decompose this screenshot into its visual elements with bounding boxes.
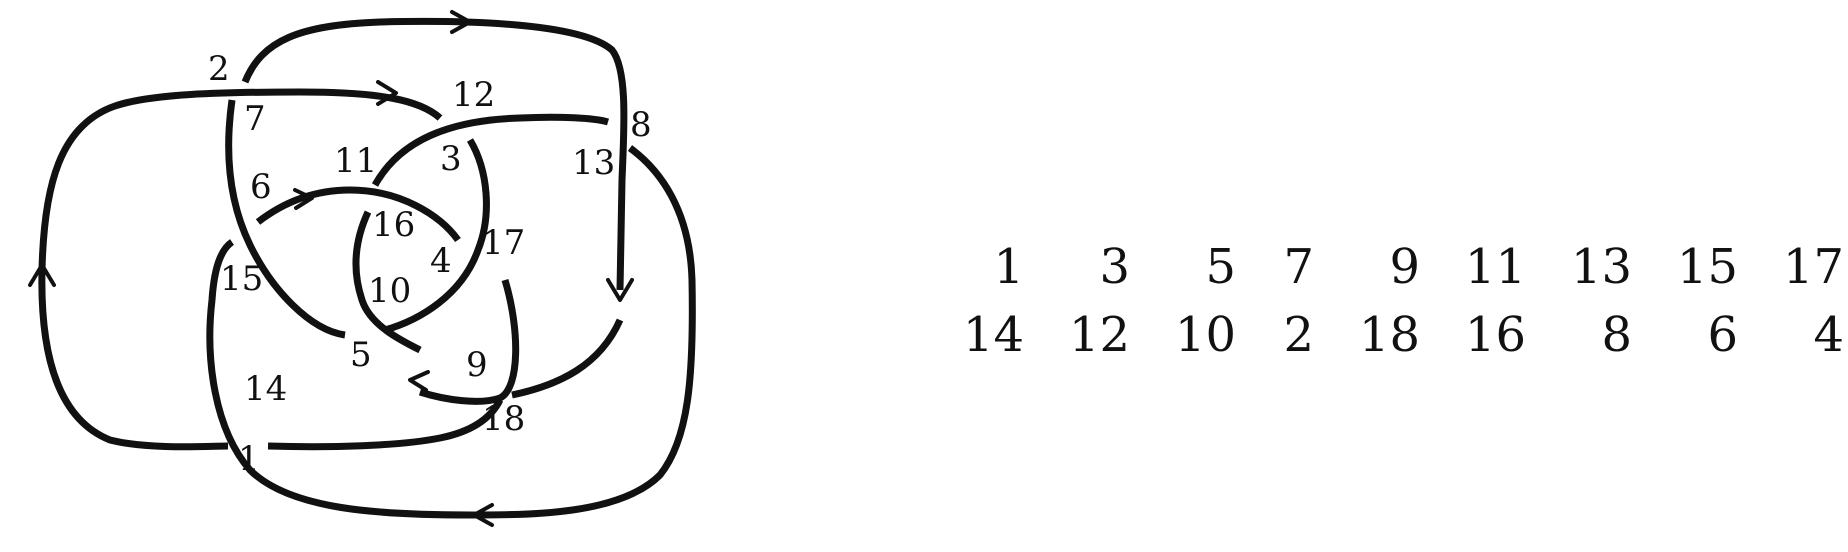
label-6: 6 <box>250 167 272 207</box>
notation-odd-3: 5 <box>1205 239 1236 295</box>
strand-right-loop <box>206 145 696 519</box>
strand-left-vertical <box>225 99 346 339</box>
strand-inner-right <box>384 138 490 334</box>
notation-even-6: 16 <box>1464 307 1526 363</box>
label-3: 3 <box>440 139 462 179</box>
dowker-notation-table: 1 3 5 7 9 11 13 15 17 14 12 10 2 18 16 8… <box>940 238 1844 364</box>
label-18: 18 <box>482 399 525 439</box>
arrow-right-down <box>606 278 634 302</box>
label-17: 17 <box>482 223 525 263</box>
notation-odd-1: 1 <box>993 239 1024 295</box>
arrow-inner-top <box>293 188 314 210</box>
notation-even-8: 6 <box>1707 307 1738 363</box>
notation-even-3: 10 <box>1174 307 1236 363</box>
direction-arrows <box>28 10 634 527</box>
arrow-inner-bottom <box>408 370 430 392</box>
notation-even-5: 18 <box>1358 307 1420 363</box>
strand-top-outer <box>241 17 628 291</box>
strand-bottom-inner <box>267 398 504 451</box>
notation-odd-8: 15 <box>1676 239 1738 295</box>
arrow-left-up <box>28 263 56 287</box>
crossing-labels: 1 2 3 4 5 6 7 8 9 10 11 12 13 14 15 16 1… <box>208 49 652 479</box>
label-9: 9 <box>466 345 488 385</box>
label-5: 5 <box>350 335 372 375</box>
label-4: 4 <box>430 241 452 281</box>
label-1: 1 <box>238 439 260 479</box>
strand-inner-bottom <box>418 278 520 405</box>
strand-arc-12-13 <box>371 113 610 187</box>
knot-strands <box>38 17 696 519</box>
strand-lower-right <box>511 318 624 399</box>
strand-upper-left <box>38 88 443 451</box>
label-11: 11 <box>334 141 377 181</box>
arrow-upper-middle <box>376 80 398 106</box>
notation-odd-2: 3 <box>1099 239 1130 295</box>
label-15: 15 <box>220 259 263 299</box>
arrow-top-right <box>450 10 472 34</box>
notation-odd-7: 13 <box>1570 239 1632 295</box>
label-8: 8 <box>630 105 652 145</box>
label-12: 12 <box>452 75 495 115</box>
label-2: 2 <box>208 49 230 89</box>
notation-odd-4: 7 <box>1283 239 1314 295</box>
label-16: 16 <box>372 205 415 245</box>
label-14: 14 <box>244 369 287 409</box>
strand-inner-left <box>352 210 422 354</box>
notation-even-2: 12 <box>1068 307 1130 363</box>
label-7: 7 <box>244 99 266 139</box>
notation-odd-5: 9 <box>1389 239 1420 295</box>
notation-odd-9: 17 <box>1782 239 1844 295</box>
label-10: 10 <box>368 271 411 311</box>
notation-even-1: 14 <box>962 307 1024 363</box>
notation-even-9: 4 <box>1813 307 1844 363</box>
arrow-bottom-left <box>472 503 494 527</box>
strand-inner-top <box>255 186 461 243</box>
notation-even-4: 2 <box>1283 307 1314 363</box>
notation-even-7: 8 <box>1601 307 1632 363</box>
notation-odd-6: 11 <box>1464 239 1526 295</box>
knot-diagram: 1 2 3 4 5 6 7 8 9 10 11 12 13 14 15 16 1… <box>28 10 696 527</box>
label-13: 13 <box>572 143 615 183</box>
